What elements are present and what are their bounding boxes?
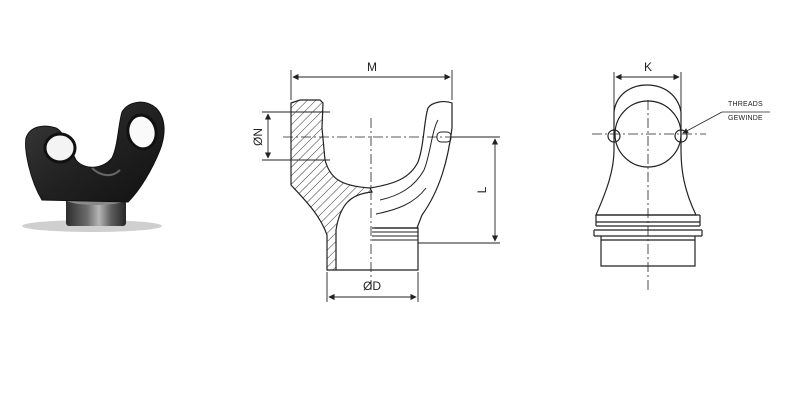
section-hub (336, 227, 419, 271)
label-k: K (644, 60, 652, 74)
yoke-photo (22, 101, 165, 232)
section-hatch (290, 99, 373, 271)
yoke-highlight (91, 167, 121, 176)
front-body-outline (595, 84, 697, 216)
section-view (283, 99, 470, 290)
threads-leader (682, 111, 770, 134)
yoke-right-bore (126, 113, 158, 151)
yoke-inner-curve (379, 119, 439, 201)
dimension-m (290, 70, 453, 100)
label-d: ØD (363, 279, 381, 293)
yoke-right-outline (369, 101, 453, 229)
label-threads: THREADS (728, 101, 763, 108)
right-thread-hole (674, 129, 688, 143)
dimension-l (418, 136, 500, 244)
label-n: ØN (251, 128, 265, 146)
yoke-left-bore (43, 132, 77, 164)
yoke-inner-curve-2 (375, 187, 427, 215)
dimension-k (613, 72, 682, 112)
left-thread-hole (607, 129, 621, 143)
dimension-n (262, 111, 330, 161)
yoke-hub (66, 198, 126, 226)
label-m: M (367, 60, 377, 74)
dimension-d (326, 272, 419, 302)
label-gewinde: GEWINDE (728, 115, 763, 122)
front-view (592, 84, 706, 290)
label-l: L (475, 186, 489, 193)
